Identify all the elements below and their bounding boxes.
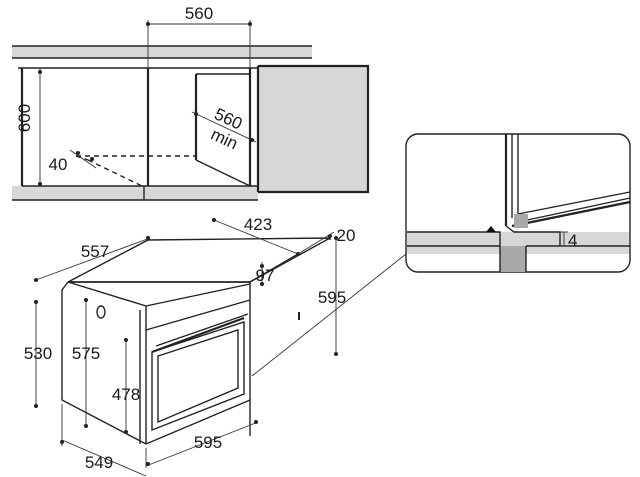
dimension-control-panel: 97 xyxy=(256,262,275,286)
label-detail-gap: 4 xyxy=(568,231,577,250)
label-oven-body-height: 530 xyxy=(24,344,52,363)
dimension-oven-width: 595 xyxy=(145,420,259,468)
label-oven-side-depth: 557 xyxy=(81,242,109,261)
cabinet-countertop xyxy=(12,46,312,58)
gap-marker-triangle xyxy=(486,226,496,232)
detail-floor xyxy=(407,232,629,254)
label-door-height: 478 xyxy=(112,385,140,404)
label-front-panel: 20 xyxy=(337,226,356,245)
label-oven-width: 595 xyxy=(194,433,222,452)
dimension-niche-depth: 560 min xyxy=(191,104,257,153)
label-oven-top-depth: 423 xyxy=(244,215,272,234)
dimension-niche-width: 560 xyxy=(146,4,252,68)
detail-leader-line xyxy=(251,253,407,377)
label-oven-total-height: 595 xyxy=(318,288,346,307)
oven-drawing xyxy=(61,237,331,445)
label-niche-height: 600 xyxy=(15,104,34,132)
label-oven-inner-height: 575 xyxy=(72,344,100,363)
dimension-oven-body-depth: 549 xyxy=(60,404,147,477)
small-mark xyxy=(298,312,300,320)
cabinet-bottom-panel xyxy=(12,186,258,200)
cabinet-side-panel xyxy=(258,66,368,192)
dimension-oven-total-height: 595 xyxy=(318,236,346,356)
label-niche-width: 560 xyxy=(185,4,213,23)
cabinet-niche xyxy=(12,45,370,201)
dimension-oven-side-depth: 557 xyxy=(34,236,151,282)
detail-inset: 4 xyxy=(405,133,631,273)
dimension-oven-inner-height: 575 xyxy=(72,298,100,428)
dimension-front-panel: 20 xyxy=(297,226,356,255)
label-oven-body-depth: 549 xyxy=(85,453,113,472)
label-vent-gap: 40 xyxy=(49,155,68,174)
dimension-oven-top-depth: 423 xyxy=(212,215,300,256)
dimension-oven-body-height: 530 xyxy=(24,300,52,408)
dimension-door-height: 478 xyxy=(112,338,140,434)
label-control-panel: 97 xyxy=(256,266,275,285)
dimension-niche-height: 600 xyxy=(15,68,42,186)
